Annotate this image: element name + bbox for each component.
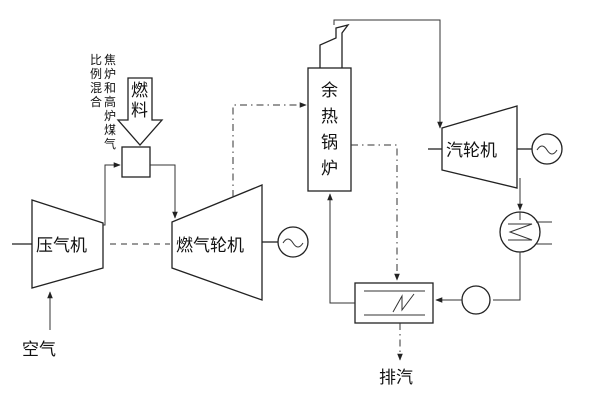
gas-turbine-label: 燃气轮机 — [176, 236, 244, 256]
hrsg-char: 锅 — [321, 133, 338, 153]
pump-icon — [461, 285, 491, 315]
fuel-mix-char: 合 — [90, 94, 102, 109]
fuel-mix-char: 煤 — [104, 123, 116, 137]
generator-icon — [531, 133, 563, 165]
fuel-mix-char: 气 — [104, 136, 116, 151]
heat-recovery-steam-generator: 余 热 锅 炉 — [307, 67, 352, 192]
fuel-mix-char: 高 — [104, 94, 116, 109]
condensate-line — [493, 252, 521, 301]
stack — [319, 23, 350, 68]
combustor — [121, 146, 151, 178]
hrsg-exhaust-line — [351, 144, 400, 281]
fuel-mix-char: 炉 — [104, 109, 116, 123]
compressor-label: 压气机 — [36, 236, 87, 256]
compressor: 压气机 — [12, 199, 104, 289]
fuel-label-2: 料 — [131, 101, 148, 121]
hrsg-char: 余 — [321, 81, 338, 101]
fuel-mix-char: 混 — [90, 81, 102, 95]
fuel-mix-char: 炉 — [104, 67, 116, 81]
gas-turbine: 燃气轮机 — [171, 184, 263, 301]
fuel-mix-char: 焦 — [104, 53, 116, 67]
heated-feedwater-line — [327, 193, 355, 304]
fuel-mix-note: 比 例 混 合 焦 炉 和 高 炉 煤 气 — [90, 53, 116, 151]
air-inlet: 空气 — [22, 291, 56, 360]
fuel-mix-char: 比 — [90, 53, 102, 67]
steam-turbine: 汽轮机 — [428, 105, 518, 189]
fuel-mix-char: 例 — [90, 67, 102, 81]
hrsg-char: 炉 — [321, 159, 338, 179]
hot-gas-line — [150, 164, 178, 219]
generator-icon — [277, 226, 309, 258]
exhaust-label: 排汽 — [379, 368, 413, 388]
steam-turbine-label: 汽轮机 — [446, 141, 497, 161]
fuel-mix-char: 和 — [104, 81, 116, 95]
hrsg-char: 热 — [321, 107, 338, 127]
air-label: 空气 — [22, 340, 56, 360]
compressed-air-line — [103, 162, 121, 226]
steam-line — [333, 19, 443, 129]
heat-exchanger-icon — [354, 282, 434, 324]
condenser-icon — [499, 211, 552, 253]
exhaust-gas-line — [232, 102, 307, 197]
fuel-label-1: 燃 — [131, 81, 148, 101]
fuel-arrow-icon — [116, 77, 164, 146]
